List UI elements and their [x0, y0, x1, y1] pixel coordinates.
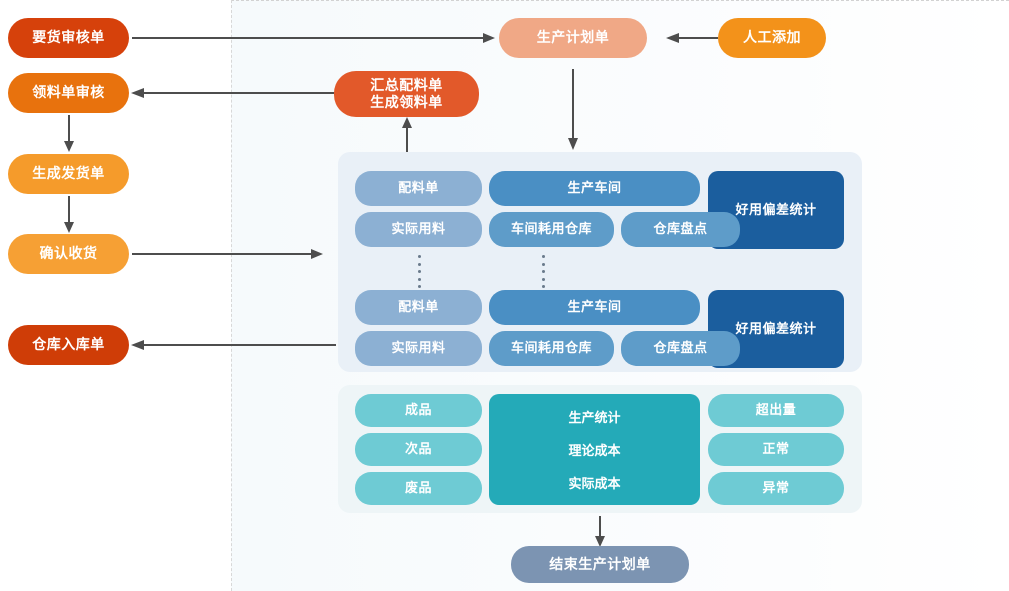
blue-row-1-shiji-yongliao[interactable]: 实际用料 [355, 331, 482, 366]
blue-row-1-chejian-haoyong-cangku[interactable]: 车间耗用仓库 [489, 331, 614, 366]
ellipsis-dots-mid [541, 255, 546, 288]
arrow-down-teal-to-end [590, 516, 610, 548]
node-queren-shouhuo[interactable]: 确认收货 [8, 234, 129, 274]
blue-row-0-chejian-haoyong-cangku[interactable]: 车间耗用仓库 [489, 212, 614, 247]
teal-center-stack[interactable]: 生产统计 理论成本 实际成本 [489, 394, 700, 505]
node-shengcheng-fahuodan[interactable]: 生成发货单 [8, 154, 129, 194]
ellipsis-dots-left [417, 255, 422, 288]
arrow-left-panel-to-ruku [131, 335, 336, 355]
teal-left-chengpin[interactable]: 成品 [355, 394, 482, 427]
blue-row-0-shiji-yongliao[interactable]: 实际用料 [355, 212, 482, 247]
arrow-down-plan-to-panel [563, 69, 583, 151]
teal-center-lilun-chengben: 理论成本 [568, 443, 621, 458]
blue-production-panel: 配料单 生产车间 好用偏差统计 实际用料 车间耗用仓库 仓库盘点 配料单 生产车… [338, 152, 862, 372]
node-rengong-tianjia[interactable]: 人工添加 [718, 18, 826, 58]
blue-row-0-shengchan-chejian[interactable]: 生产车间 [489, 171, 700, 206]
node-cangku-rukudan[interactable]: 仓库入库单 [8, 325, 129, 365]
node-yaohuo-shenhedan[interactable]: 要货审核单 [8, 18, 129, 58]
teal-right-zhengchang[interactable]: 正常 [708, 433, 844, 466]
blue-row-0-cangku-pandian[interactable]: 仓库盘点 [621, 212, 740, 247]
teal-left-cipin[interactable]: 次品 [355, 433, 482, 466]
arrow-left-manual-to-plan [666, 28, 718, 48]
arrow-right-yaohuo-to-plan [132, 28, 496, 48]
blue-row-1-cangku-pandian[interactable]: 仓库盘点 [621, 331, 740, 366]
top-dashed-divider [231, 0, 1009, 1]
vertical-dashed-divider [231, 0, 232, 591]
teal-statistics-panel: 成品 次品 废品 生产统计 理论成本 实际成本 超出量 正常 异常 [338, 385, 862, 513]
node-liaoliaodan-shenhe[interactable]: 领料单审核 [8, 73, 129, 113]
blue-row-1-peiliaodan[interactable]: 配料单 [355, 290, 482, 325]
blue-row-1-shengchan-chejian[interactable]: 生产车间 [489, 290, 700, 325]
teal-right-chaochuliang[interactable]: 超出量 [708, 394, 844, 427]
teal-left-feipin[interactable]: 废品 [355, 472, 482, 505]
teal-center-shiji-chengben: 实际成本 [568, 476, 621, 491]
teal-right-yichang[interactable]: 异常 [708, 472, 844, 505]
node-huizong-peiliao[interactable]: 汇总配料单 生成领料单 [334, 71, 479, 117]
arrow-down-liaoliao-to-fahuo [59, 115, 79, 153]
teal-center-shengchan-tongji: 生产统计 [568, 410, 621, 425]
arrow-up-panel-to-merge [397, 117, 417, 153]
arrow-right-shouhuo-to-panel [132, 244, 324, 264]
node-jieshu-shengchan-jihuadan[interactable]: 结束生产计划单 [511, 546, 689, 583]
arrow-left-merge-to-liaoliao [131, 83, 336, 103]
arrow-down-fahuo-to-shouhuo [59, 196, 79, 234]
blue-row-0-peiliaodan[interactable]: 配料单 [355, 171, 482, 206]
node-shengchan-jihuadan[interactable]: 生产计划单 [499, 18, 647, 58]
